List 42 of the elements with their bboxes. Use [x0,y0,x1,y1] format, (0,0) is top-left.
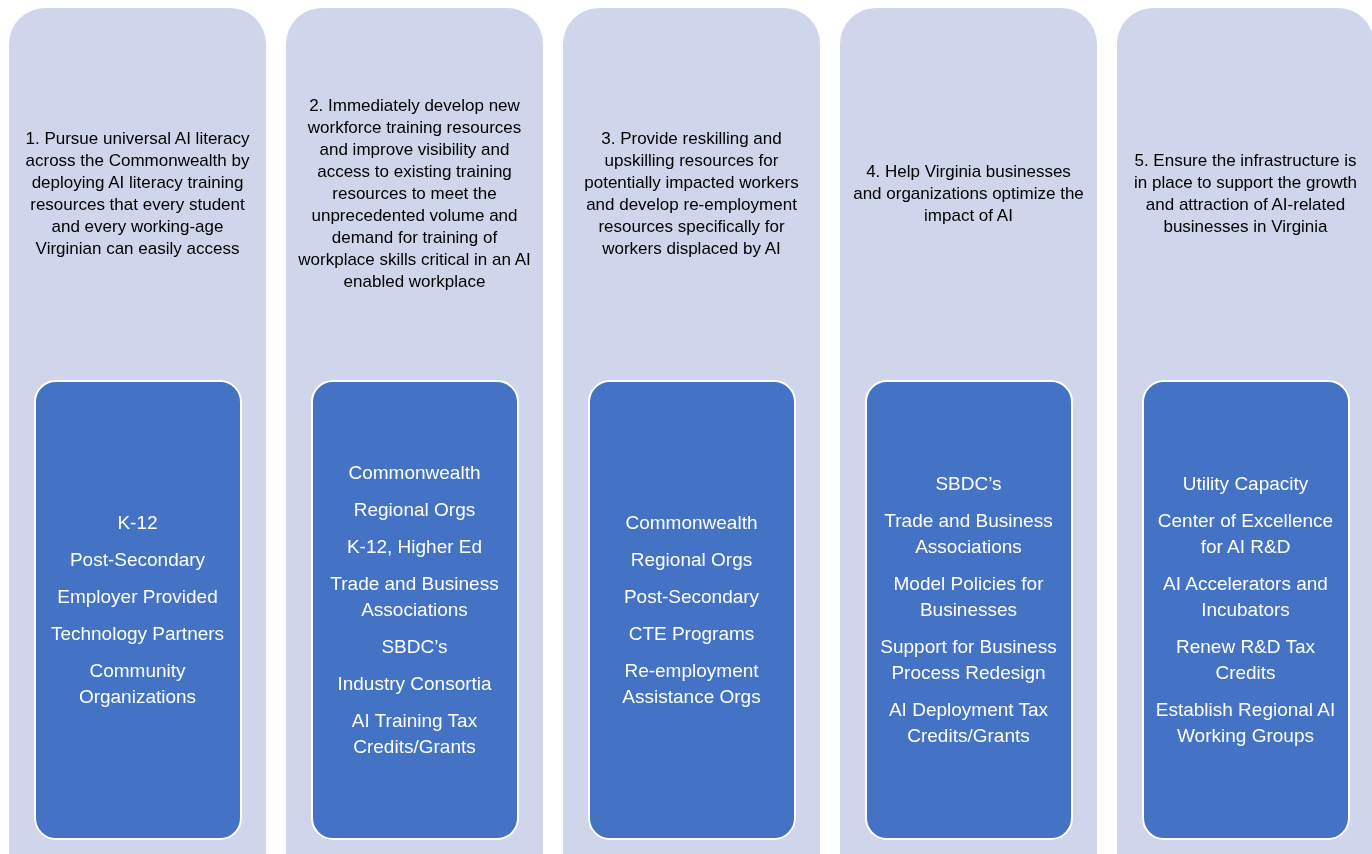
list-item: AI Training Tax Credits/Grants [350,709,479,759]
list-item: Re-employment Assistance Orgs [621,659,762,709]
list-item: Renew R&D Tax Credits [1174,635,1316,685]
heading-text: 4. Help Virginia businesses and organizations optimize the impact of AI [852,161,1085,227]
list-item: Post-Secondary [623,585,760,609]
list-item: AI Accelerators and Incubators [1162,572,1329,622]
list-item: K-12 [117,511,158,535]
list-box [310,380,519,840]
column-panel [1117,8,1372,854]
list-item: Employer Provided [57,585,218,609]
list-item: K-12, Higher Ed [346,535,483,559]
list-box [1141,380,1350,840]
list-box [587,380,796,840]
list-item: CTE Programs [628,622,755,646]
list-item: Industry Consortia [337,672,492,696]
list-item: Regional Orgs [353,498,476,522]
column-panel [563,8,820,854]
list-box [33,380,242,840]
list-item: Support for Business Process Redesign [879,635,1058,685]
list-item: Commonwealth [625,511,758,535]
list-item: AI Deployment Tax Credits/Grants [887,698,1050,748]
list-item: Utility Capacity [1182,472,1309,496]
column-panel [9,8,266,854]
list-item: Model Policies for Businesses [892,572,1045,622]
list-item: Trade and Business Associations [883,509,1054,559]
list-item: Regional Orgs [630,548,753,572]
heading-text: 2. Immediately develop new workforce training resources and improve visibility and access to existing training resources to meet the unprecedented volume and demand for training of workplace skills critical in an AI enabled workplace [298,95,531,293]
list-item: SBDC’s [935,472,1002,496]
list-item: SBDC’s [381,635,448,659]
list-item: Commonwealth [348,461,481,485]
list-item: Trade and Business Associations [329,572,500,622]
list-item: Post-Secondary [69,548,206,572]
column-panel [840,8,1097,854]
list-item: Establish Regional AI Working Groups [1154,698,1337,748]
heading-text: 3. Provide reskilling and upskilling resources for potentially impacted workers and develop re-employment resources specifically for workers displaced by AI [583,128,800,260]
list-box [864,380,1073,840]
list-item: Community Organizations [77,659,198,709]
list-item: Center of Excellence for AI R&D [1156,509,1335,559]
heading-text: 1. Pursue universal AI literacy across the Commonwealth by deploying AI literacy training resources that every student and every working-age Virginian can easily access [24,128,251,260]
column-panel [286,8,543,854]
heading-text: 5. Ensure the infrastructure is in place to support the growth and attraction of AI-related businesses in Virginia [1133,150,1358,238]
list-item: Technology Partners [50,622,225,646]
